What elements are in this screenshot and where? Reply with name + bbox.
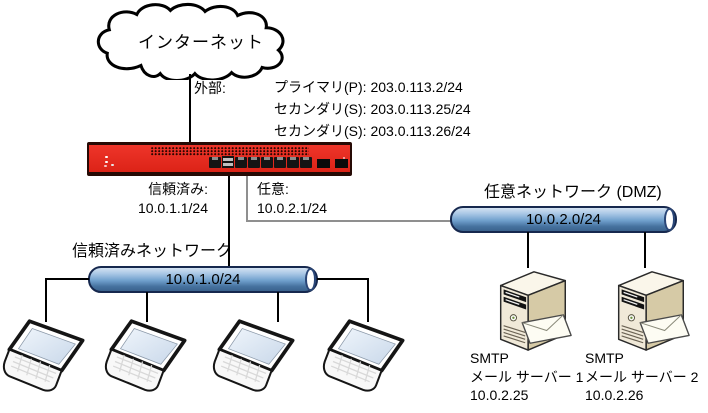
dmz-network-pipe: 10.0.2.0/24: [450, 206, 677, 233]
mail-server-2-ip: 10.0.2.26: [585, 387, 644, 403]
mail-server-1-ip: 10.0.2.25: [470, 387, 529, 403]
ethernet-port-icon: [235, 157, 247, 168]
optional-link-line-horizontal: [246, 220, 452, 222]
trusted-network-pipe: 10.0.1.0/24: [88, 266, 318, 293]
workstation-link-1-v: [45, 278, 47, 322]
mail-server-1-protocol: SMTP: [470, 350, 509, 366]
laptop-icon: [212, 316, 300, 396]
ethernet-port-icon: [248, 157, 260, 168]
mail-server-2-protocol: SMTP: [585, 350, 624, 366]
mail-server-1-name: メール サーバー 1: [470, 368, 584, 385]
firewall-led-lights: [105, 160, 108, 163]
mail-server-1-labels: SMTP メール サーバー 1 10.0.2.25: [470, 349, 583, 405]
laptop-icon: [2, 316, 90, 396]
mail-server-icon: [606, 264, 694, 354]
external-ip-secondary-2: セカンダリ(S): 203.0.113.26/24: [274, 123, 471, 139]
trusted-network-subnet: 10.0.1.0/24: [165, 271, 241, 288]
trusted-interface-label: 信頼済み:: [148, 181, 208, 197]
dmz-network-subnet: 10.0.2.0/24: [525, 211, 602, 228]
workstation-link-2-v: [146, 292, 148, 322]
external-ip-secondary-1: セカンダリ(S): 203.0.113.25/24: [274, 101, 471, 117]
laptop-icon: [104, 316, 192, 396]
dmz-network-label: 任意ネットワーク (DMZ): [484, 184, 662, 201]
trusted-network-label: 信頼済みネットワーク: [72, 243, 233, 260]
trusted-interface-ip: 10.0.1.1/24: [137, 200, 208, 216]
mail-server-2-labels: SMTP メール サーバー 2 10.0.2.26: [585, 349, 698, 405]
ethernet-port-icon: [209, 157, 221, 168]
external-link-line: [189, 74, 191, 142]
internet-label: インターネット: [138, 33, 264, 52]
ethernet-port-icon: [274, 157, 286, 168]
sfp-slot-icon: [317, 159, 330, 168]
ethernet-port-icon: [287, 157, 299, 168]
external-ip-primary: プライマリ(P): 203.0.113.2/24: [274, 79, 463, 95]
optional-link-line-vertical: [246, 176, 248, 222]
mail-server-icon: [488, 264, 576, 354]
workstation-link-3-v: [277, 292, 279, 322]
server-link-2-v: [644, 232, 646, 268]
workstation-link-4-h: [317, 278, 368, 280]
ethernet-port-icon: [261, 157, 273, 168]
optional-interface-labels: 任意: 10.0.2.1/24: [257, 180, 327, 218]
workstation-link-4-v: [367, 278, 369, 322]
firewall-device: [87, 142, 352, 176]
server-link-1-v: [527, 232, 529, 268]
mail-server-2-name: メール サーバー 2: [585, 368, 699, 385]
trusted-link-line: [228, 176, 230, 267]
internet-cloud-icon: [96, 2, 285, 80]
workstation-link-1-h: [45, 278, 89, 280]
trusted-interface-labels: 信頼済み: 10.0.1.1/24: [108, 180, 208, 218]
usb-port-icon: [222, 156, 234, 168]
optional-interface-label: 任意:: [257, 181, 289, 197]
firewall-ports: [209, 156, 348, 168]
firewall-vent: [151, 147, 309, 156]
laptop-icon: [322, 316, 410, 396]
external-ip-list: プライマリ(P): 203.0.113.2/24 セカンダリ(S): 203.0…: [274, 76, 471, 142]
external-interface-label: 外部:: [194, 80, 226, 96]
optional-interface-ip: 10.0.2.1/24: [257, 200, 328, 216]
sfp-slot-icon: [335, 159, 348, 168]
ethernet-port-icon: [300, 157, 312, 168]
